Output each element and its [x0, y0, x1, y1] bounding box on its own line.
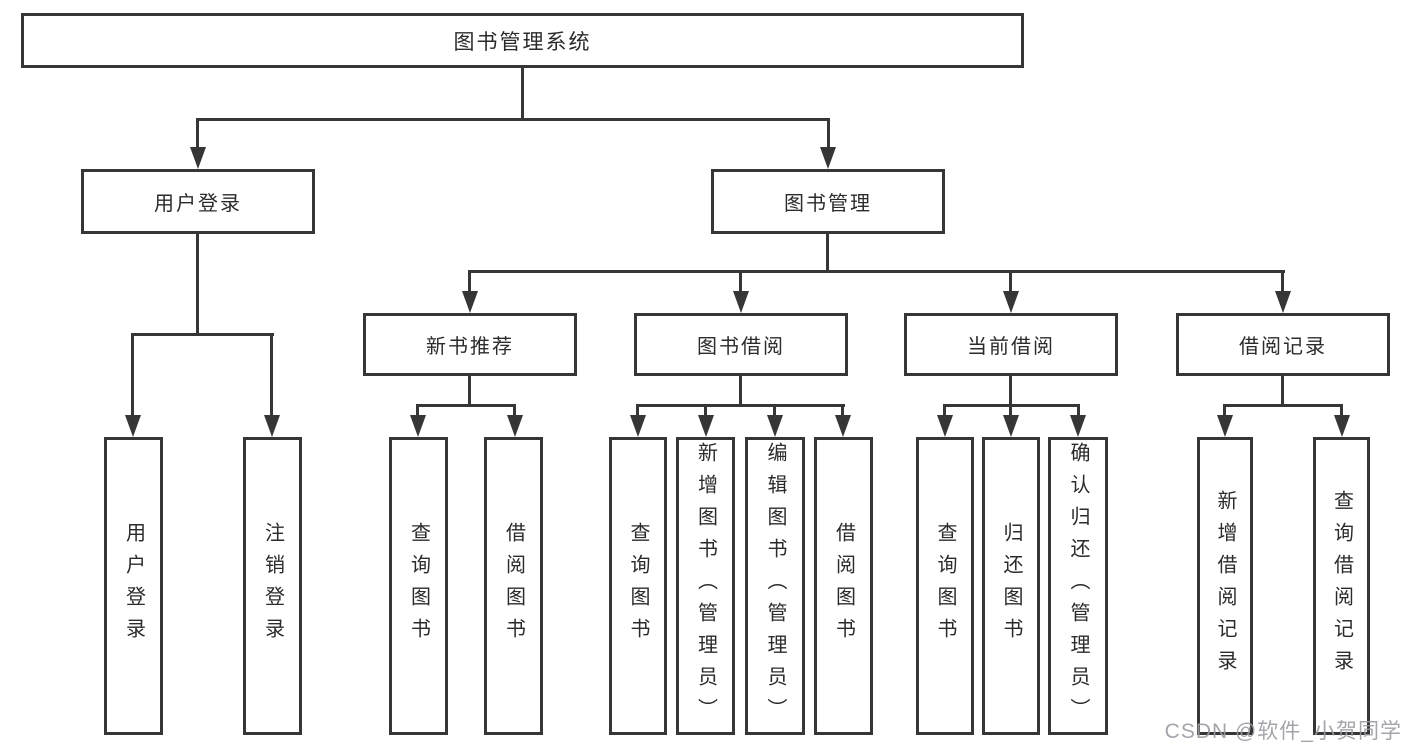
connector-line [1009, 270, 1012, 293]
arrowhead-down [937, 415, 953, 437]
arrowhead-down [1217, 415, 1233, 437]
leaf-query-books-borrowing-label: 查询图书 [627, 522, 649, 650]
connector-line [468, 270, 1285, 273]
connector-line [704, 404, 707, 417]
connector-line [1009, 404, 1012, 417]
connector-line [131, 333, 274, 336]
connector-line [739, 270, 742, 293]
node-book-management: 图书管理 [711, 169, 945, 234]
leaf-add-book-admin-label: 新增图书（管理员） [694, 442, 717, 730]
connector-line [468, 376, 471, 407]
connector-line [1281, 376, 1284, 407]
arrowhead-down [507, 415, 523, 437]
connector-line [131, 333, 134, 417]
node-new-book-recommendation: 新书推荐 [363, 313, 577, 376]
leaf-logout: 注销登录 [243, 437, 302, 735]
connector-line [1009, 376, 1012, 407]
leaf-query-borrow-record: 查询借阅记录 [1313, 437, 1370, 735]
node-borrowing-records-label: 借阅记录 [1239, 336, 1327, 358]
connector-line [416, 404, 516, 407]
arrowhead-down [462, 291, 478, 313]
leaf-return-book-label: 归还图书 [1000, 522, 1022, 650]
arrowhead-down [190, 147, 206, 169]
node-new-book-recommendation-label: 新书推荐 [426, 336, 514, 358]
leaf-add-borrow-record: 新增借阅记录 [1197, 437, 1253, 735]
connector-line [1340, 404, 1343, 417]
connector-line [1077, 404, 1080, 417]
arrowhead-down [1275, 291, 1291, 313]
leaf-confirm-return-admin-label: 确认归还（管理员） [1067, 442, 1089, 730]
node-current-borrowing: 当前借阅 [904, 313, 1118, 376]
arrowhead-down [1003, 415, 1019, 437]
connector-line [826, 234, 829, 272]
arrowhead-down [820, 147, 836, 169]
arrowhead-down [733, 291, 749, 313]
connector-line [1223, 404, 1226, 417]
connector-line [636, 404, 845, 407]
leaf-borrow-books-borrowing-label: 借阅图书 [832, 522, 855, 650]
arrowhead-down [264, 415, 280, 437]
node-current-borrowing-label: 当前借阅 [967, 336, 1055, 358]
leaf-query-books-recommend-label: 查询图书 [407, 522, 430, 650]
connector-line [1281, 270, 1284, 293]
node-root: 图书管理系统 [21, 13, 1024, 68]
arrowhead-down [698, 415, 714, 437]
node-root-label: 图书管理系统 [453, 30, 592, 54]
leaf-confirm-return-admin: 确认归还（管理员） [1048, 437, 1108, 735]
connector-line [196, 234, 199, 335]
connector-line [739, 376, 742, 407]
connector-line [468, 270, 471, 293]
connector-line [513, 404, 516, 417]
arrowhead-down [767, 415, 783, 437]
connector-line [416, 404, 419, 417]
watermark: CSDN @软件_小贺同学 [1164, 720, 1402, 743]
connector-line [270, 333, 273, 417]
leaf-borrow-books-recommend: 借阅图书 [484, 437, 543, 735]
node-book-management-label: 图书管理 [784, 193, 872, 215]
leaf-edit-book-admin: 编辑图书（管理员） [745, 437, 805, 735]
leaf-add-borrow-record-label: 新增借阅记录 [1214, 490, 1236, 682]
leaf-user-login-label: 用户登录 [122, 522, 145, 650]
connector-line [1223, 404, 1343, 407]
leaf-query-books-borrowing: 查询图书 [609, 437, 667, 735]
connector-line [636, 404, 639, 417]
arrowhead-down [630, 415, 646, 437]
leaf-query-books-recommend: 查询图书 [389, 437, 448, 735]
leaf-logout-label: 注销登录 [261, 522, 284, 650]
leaf-add-book-admin: 新增图书（管理员） [676, 437, 735, 735]
leaf-user-login: 用户登录 [104, 437, 163, 735]
connector-line [773, 404, 776, 417]
arrowhead-down [1070, 415, 1086, 437]
node-book-borrowing-label: 图书借阅 [697, 336, 785, 358]
leaf-query-books-current-label: 查询图书 [934, 522, 956, 650]
arrowhead-down [125, 415, 141, 437]
node-user-login: 用户登录 [81, 169, 315, 234]
leaf-edit-book-admin-label: 编辑图书（管理员） [764, 442, 786, 730]
leaf-borrow-books-recommend-label: 借阅图书 [502, 522, 525, 650]
connector-line [196, 118, 199, 149]
connector-line [521, 68, 524, 120]
node-borrowing-records: 借阅记录 [1176, 313, 1390, 376]
leaf-borrow-books-borrowing: 借阅图书 [814, 437, 873, 735]
leaf-query-books-current: 查询图书 [916, 437, 974, 735]
connector-line [841, 404, 844, 417]
connector-line [943, 404, 946, 417]
connector-line [827, 118, 830, 149]
node-user-login-label: 用户登录 [154, 193, 242, 215]
connector-line [196, 118, 830, 121]
arrowhead-down [1334, 415, 1350, 437]
leaf-query-borrow-record-label: 查询借阅记录 [1330, 490, 1353, 682]
arrowhead-down [835, 415, 851, 437]
arrowhead-down [1003, 291, 1019, 313]
node-book-borrowing: 图书借阅 [634, 313, 848, 376]
arrowhead-down [410, 415, 426, 437]
leaf-return-book: 归还图书 [982, 437, 1040, 735]
